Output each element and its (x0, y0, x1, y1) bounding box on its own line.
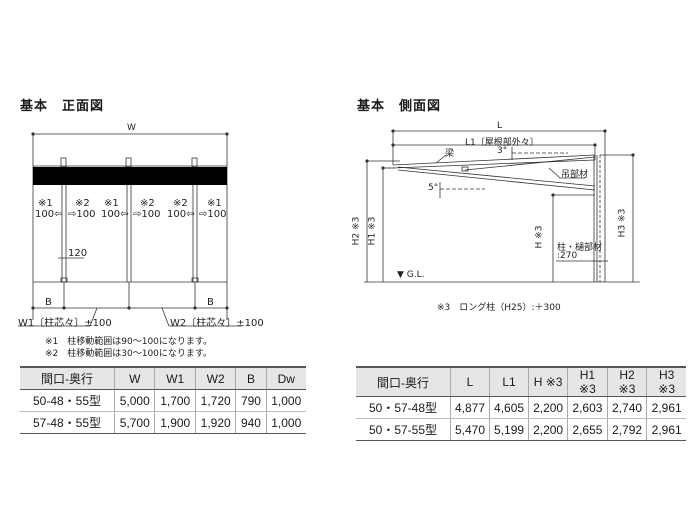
post-gutter-label: 柱・樋部材 (557, 243, 603, 253)
table-cell: 2,740 (606, 396, 647, 419)
side-spec-table: 間口-奥行 L L1 H ※3 H1 ※3 H2 ※3 H3 ※3 50・57-… (356, 366, 686, 441)
table-cell: 4,605 (489, 396, 529, 419)
dim-b-right-label: B (207, 297, 214, 308)
dim-h1-label: H1 ※3 (367, 216, 378, 246)
table-cell: 790 (235, 389, 266, 412)
table-cell: 940 (235, 411, 266, 434)
table-cell: 5,700 (113, 411, 155, 434)
col-header: 間口-奥行 (20, 366, 115, 390)
table-cell: 1,720 (194, 389, 236, 412)
post-note-6-mark: ※1 (207, 198, 222, 209)
col-header: L (449, 366, 490, 397)
gl-label: ▼ G.L. (397, 270, 425, 280)
post-note-5-value: 100⇦ (167, 209, 195, 220)
col-header: 間口-奥行 (356, 366, 451, 397)
table-cell: 2,792 (606, 418, 647, 441)
dim-w1-label: W1〔柱芯々〕±100 (18, 318, 112, 329)
angle-3-label: 3° (497, 146, 508, 156)
dim-b-left-label: B (45, 297, 52, 308)
dim-l1-label: L1〔屋根部外々〕 (465, 138, 539, 148)
beam-label: 梁 (445, 149, 455, 159)
table-cell: 57-48・55型 (20, 411, 115, 434)
table-row: 50-48・55型 5,000 1,700 1,720 790 1,000 (20, 389, 306, 412)
table-row: 57-48・55型 5,700 1,900 1,920 940 1,000 (20, 411, 306, 434)
col-header: W (113, 366, 155, 390)
table-header-row: 間口-奥行 W W1 W2 B Dw (20, 366, 306, 390)
col-header: W1 (154, 366, 196, 390)
dim-120-label: 120 (68, 248, 88, 259)
col-header: Dw (265, 366, 306, 390)
post-note-4-mark: ※2 (140, 198, 155, 209)
table-cell: 2,200 (528, 418, 568, 441)
post-note-1-mark: ※1 (38, 198, 53, 209)
table-cell: 2,200 (528, 396, 568, 419)
table-cell: 4,877 (449, 396, 490, 419)
table-cell: 1,920 (194, 411, 236, 434)
col-header: H2 ※3 (606, 366, 647, 397)
roof-bar (33, 167, 227, 185)
dim-l-label: L (497, 121, 503, 131)
front-spec-table: 間口-奥行 W W1 W2 B Dw 50-48・55型 5,000 1,700… (20, 366, 306, 434)
front-view-title: 基本 正面図 (20, 99, 105, 114)
table-cell: 1,700 (154, 389, 196, 412)
table-cell: 50-48・55型 (20, 389, 115, 412)
table-cell: 50・57-48型 (356, 396, 451, 419)
col-header: H ※3 (528, 366, 568, 397)
table-cell: 5,470 (449, 418, 490, 441)
post-note-2-mark: ※2 (75, 198, 90, 209)
dim-w2-label: W2〔柱芯々〕±100 (170, 318, 264, 329)
post-note-6-value: ⇨100 (199, 209, 227, 220)
table-cell: 1,000 (265, 411, 306, 434)
post-note-1-value: 100⇦ (35, 209, 63, 220)
post-note-3-value: 100⇦ (101, 209, 129, 220)
hanger-label: 吊部材 (561, 170, 589, 180)
post-note-3-mark: ※1 (104, 198, 119, 209)
table-row: 50・57-48型 4,877 4,605 2,200 2,603 2,740 … (356, 396, 686, 419)
table-cell: 50・57-55型 (356, 418, 451, 441)
table-cell: 2,961 (646, 418, 686, 441)
col-header: L1 (489, 366, 529, 397)
table-cell: 2,655 (567, 418, 608, 441)
post-note-4-value: ⇨100 (133, 209, 161, 220)
side-view-title: 基本 側面図 (357, 99, 442, 114)
table-row: 50・57-55型 5,470 5,199 2,200 2,655 2,792 … (356, 418, 686, 441)
col-header: W2 (194, 366, 236, 390)
table-cell: 5,199 (489, 418, 529, 441)
angle-5-label: 5° (428, 183, 439, 193)
post-note-2-value: ⇨100 (68, 209, 96, 220)
table-cell: 2,961 (646, 396, 686, 419)
table-cell: 1,900 (154, 411, 196, 434)
col-header: H1 ※3 (567, 366, 608, 397)
table-cell: 2,603 (567, 396, 608, 419)
table-header-row: 間口-奥行 L L1 H ※3 H1 ※3 H2 ※3 H3 ※3 (356, 366, 686, 397)
side-footnote: ※3 ロング柱（H25）:＋300 (437, 303, 561, 313)
dim-h-label: H ※3 (534, 225, 545, 249)
table-cell: 5,000 (113, 389, 155, 412)
table-cell: 1,000 (265, 389, 306, 412)
post-note-5-mark: ※2 (173, 198, 188, 209)
footnote-2: ※2 柱移動範囲は30〜100になります。 (45, 349, 212, 359)
col-header: B (235, 366, 266, 390)
dim-h3-label: H3 ※3 (617, 208, 628, 238)
footnote-1: ※1 柱移動範囲は90〜100になります。 (45, 337, 212, 347)
col-header: H3 ※3 (646, 366, 686, 397)
dim-w-label: W (127, 123, 136, 133)
dim-h2-label: H2 ※3 (351, 216, 362, 246)
dim-270-label: :270 (557, 251, 578, 261)
